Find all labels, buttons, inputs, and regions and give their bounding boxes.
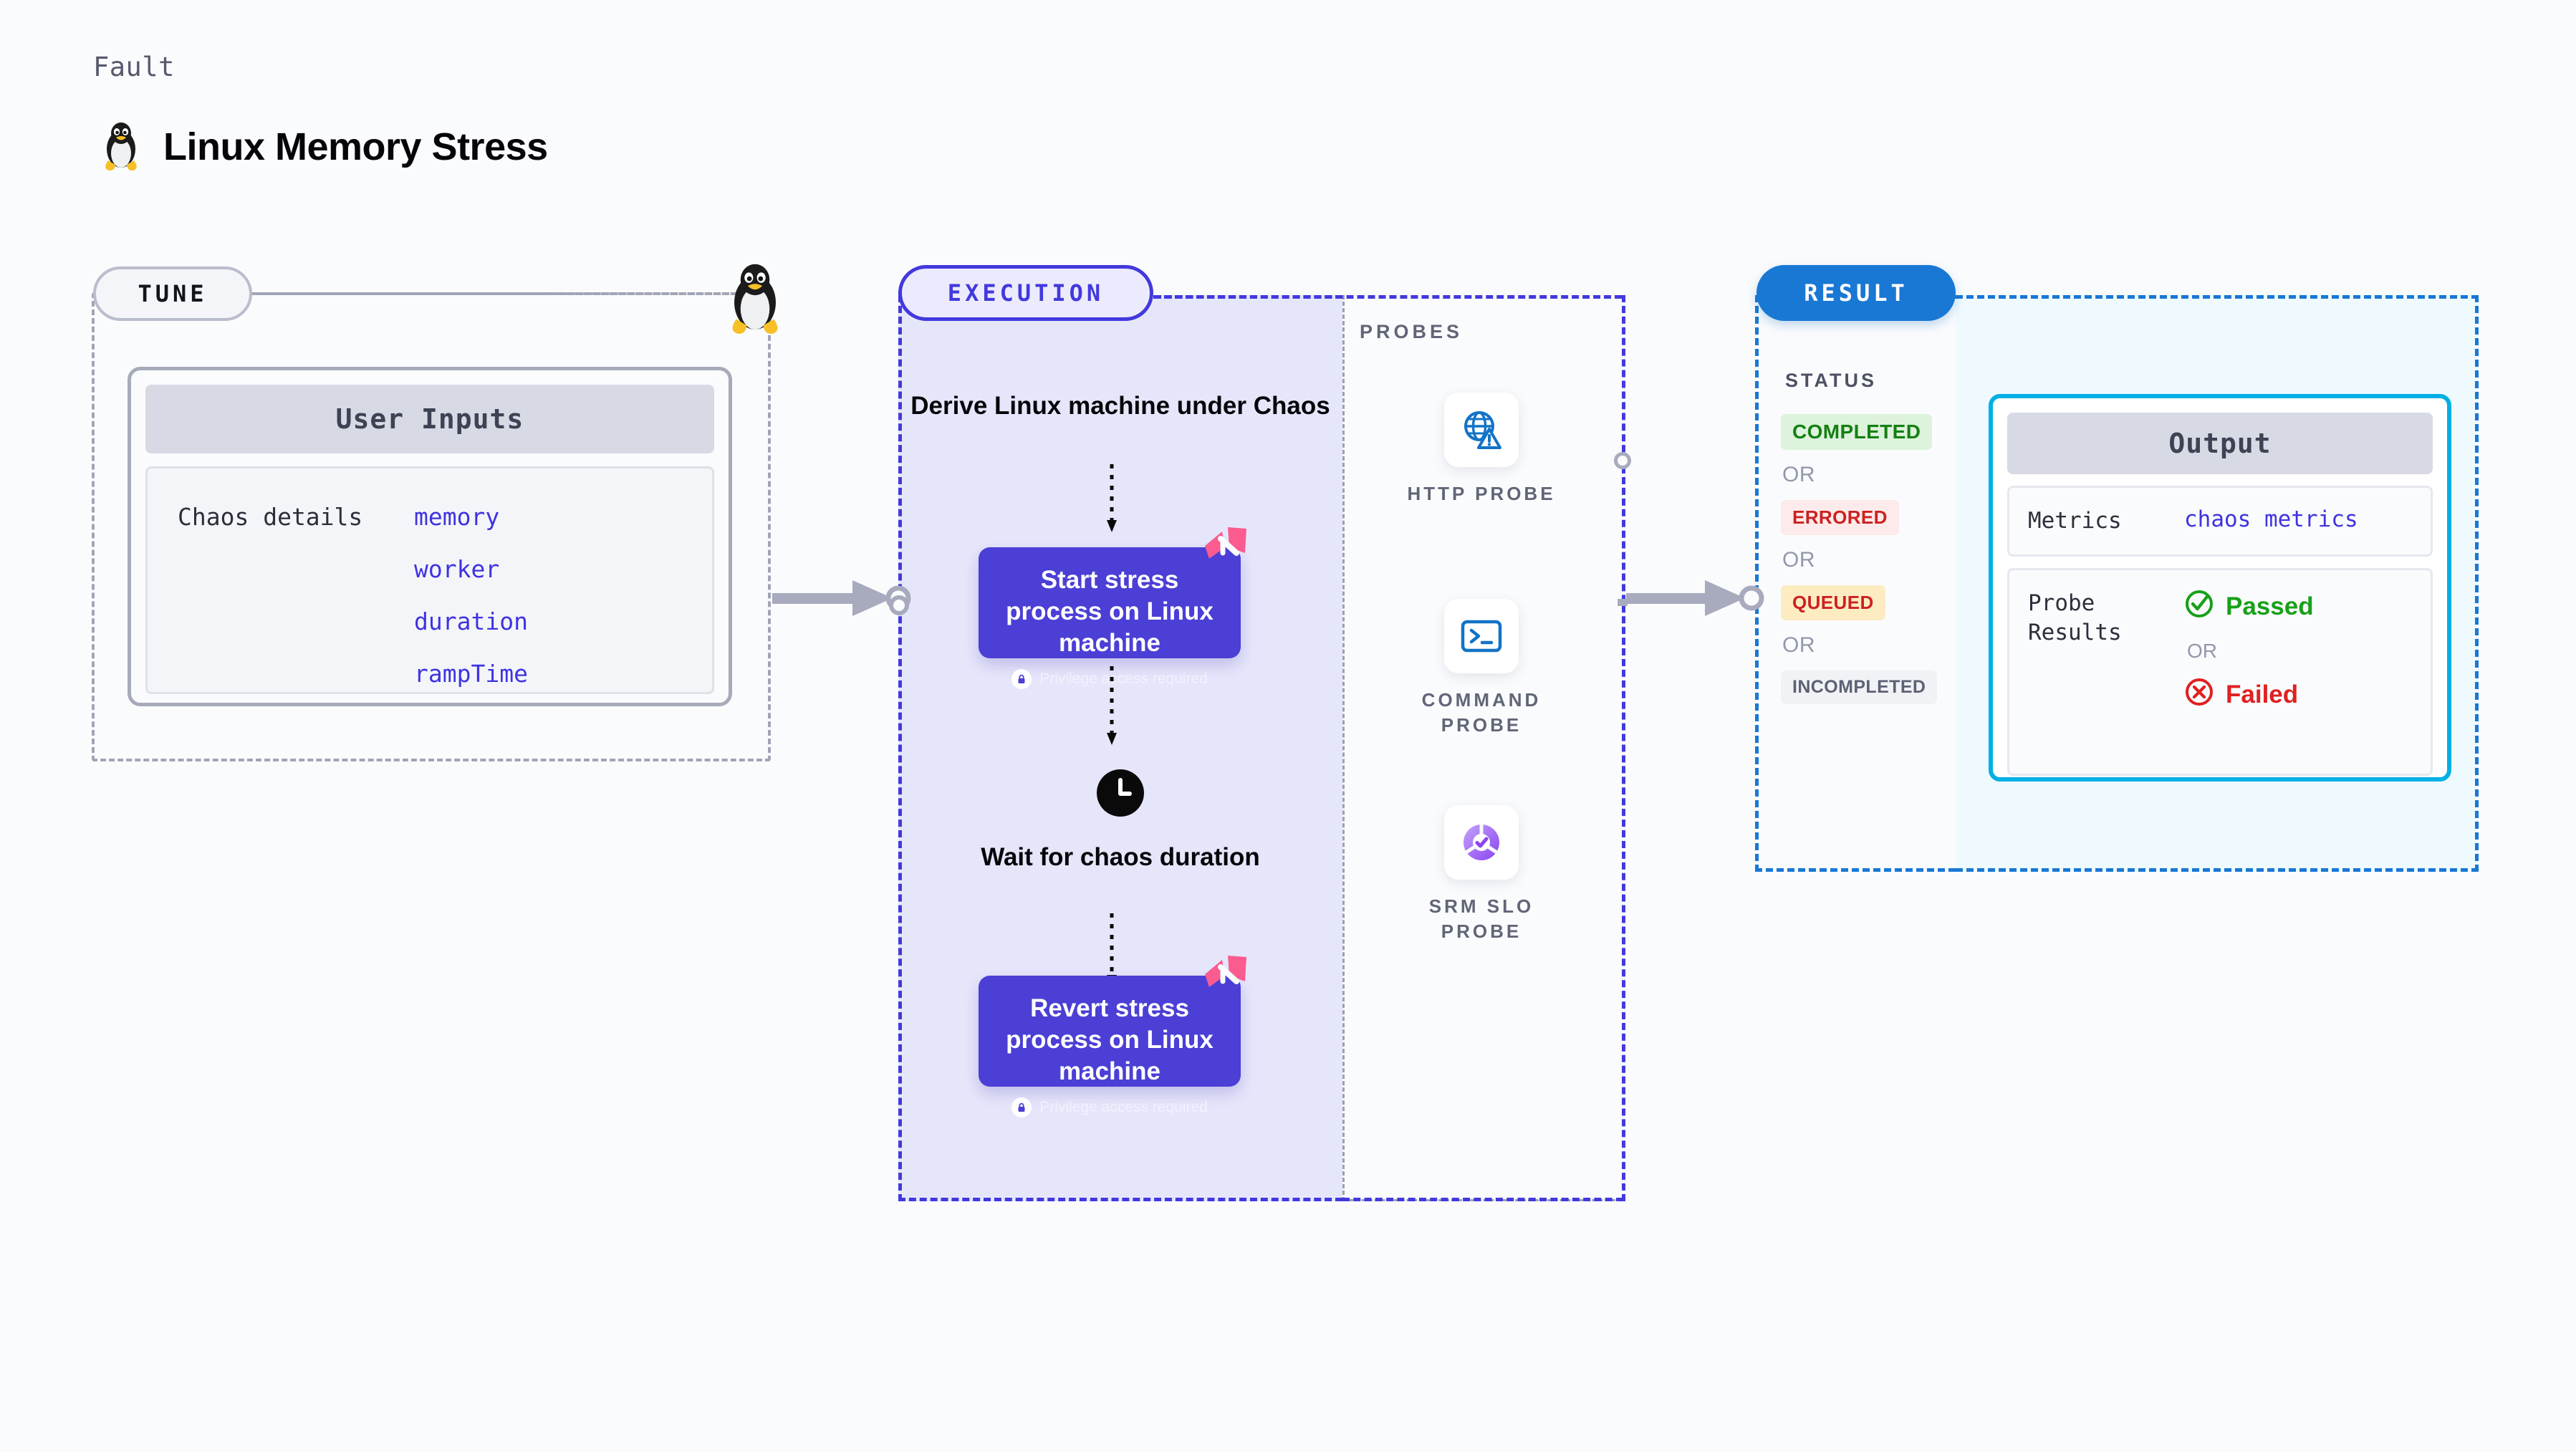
probe-result-passed-label: Passed: [2226, 592, 2314, 621]
execution-derive-label: Derive Linux machine under Chaos: [910, 392, 1330, 420]
status-badge-completed: COMPLETED: [1781, 414, 1933, 450]
result-pill-label: RESULT: [1804, 279, 1908, 307]
clock-icon: [1097, 769, 1144, 817]
probe-item-http[interactable]: HTTP PROBE: [1395, 393, 1567, 506]
chaos-params-list: memory worker duration rampTime: [414, 503, 528, 692]
dotted-arrow-derive-to-start: [1105, 464, 1119, 538]
status-or-2: OR: [1782, 548, 1815, 572]
probe-result-failed: Failed: [2184, 677, 2314, 713]
metrics-value[interactable]: chaos metrics: [2184, 506, 2358, 532]
terminal-icon: [1444, 599, 1519, 673]
status-badge-queued: QUEUED: [1781, 585, 1885, 620]
globe-warning-icon: [1444, 393, 1519, 467]
fault-title-row: Linux Memory Stress: [100, 120, 548, 173]
chaos-param-duration[interactable]: duration: [414, 607, 528, 635]
probes-edge-marker: [1616, 596, 1629, 612]
user-inputs-header: User Inputs: [145, 385, 714, 453]
probe-caption-command: COMMAND PROBE: [1421, 689, 1542, 736]
status-or-1: OR: [1782, 463, 1815, 486]
lock-icon: [1011, 669, 1032, 690]
harness-logo-icon: [1199, 953, 1254, 997]
chaos-details-box: Chaos details memory worker duration ram…: [145, 466, 714, 694]
tune-section-pill[interactable]: TUNE: [93, 266, 252, 321]
probe-results-values: Passed OR Failed: [2184, 589, 2314, 713]
start-stress-privilege-note: Privilege access required: [979, 669, 1241, 690]
user-inputs-card: User Inputs Chaos details memory worker …: [128, 367, 732, 706]
x-circle-icon: [2184, 677, 2214, 713]
metrics-row: Metrics chaos metrics: [2007, 486, 2433, 557]
linux-penguin-icon: [725, 261, 785, 338]
arrow-execution-to-result: [1626, 573, 1769, 623]
execution-section-pill[interactable]: EXECUTION: [898, 265, 1153, 321]
output-header: Output: [2007, 413, 2433, 474]
result-region: [1755, 295, 1956, 872]
result-dashed-top: [1956, 295, 2479, 299]
output-card: Output Metrics chaos metrics Probe Resul…: [1989, 394, 2451, 782]
metrics-key: Metrics: [2028, 508, 2122, 534]
check-circle-icon: [2184, 589, 2214, 625]
execution-dashed-bottom: [1342, 1198, 1623, 1201]
status-or-3: OR: [1782, 633, 1815, 657]
revert-stress-block[interactable]: Revert stress process on Linux machine P…: [979, 956, 1246, 1118]
execution-input-port: [887, 593, 911, 621]
revert-stress-privilege-note: Privilege access required: [979, 1097, 1241, 1118]
start-stress-block-title: Start stress process on Linux machine: [1006, 566, 1213, 658]
probe-caption-srm-slo: SRM SLO PROBE: [1428, 895, 1534, 943]
probe-results-key: Probe Results: [2028, 590, 2122, 645]
probe-item-command[interactable]: COMMAND PROBE: [1395, 599, 1567, 739]
linux-penguin-icon: [100, 120, 142, 173]
execution-dashed-top: [1153, 295, 1622, 299]
slo-donut-check-icon: [1444, 805, 1519, 880]
probe-result-or: OR: [2187, 639, 2217, 662]
start-stress-privilege-text: Privilege access required: [1039, 670, 1208, 688]
harness-logo-icon: [1199, 524, 1254, 569]
probes-output-port: [1612, 450, 1633, 475]
start-stress-block[interactable]: Start stress process on Linux machine Pr…: [979, 527, 1246, 690]
dotted-arrow-start-to-wait: [1105, 666, 1119, 750]
execution-pill-label: EXECUTION: [947, 279, 1105, 307]
execution-wait-label: Wait for chaos duration: [981, 843, 1260, 871]
chaos-param-ramptime[interactable]: rampTime: [414, 660, 528, 688]
probe-result-failed-label: Failed: [2226, 681, 2299, 709]
revert-stress-block-title: Revert stress process on Linux machine: [1006, 994, 1213, 1086]
probe-results-row: Probe Results Passed OR: [2007, 567, 2433, 776]
status-badge-incompleted: INCOMPLETED: [1781, 670, 1938, 704]
result-section-pill[interactable]: RESULT: [1756, 265, 1956, 321]
tune-dashed-connector: [252, 292, 746, 295]
chaos-details-label: Chaos details: [178, 503, 363, 531]
probe-result-passed: Passed: [2184, 589, 2314, 625]
execution-dashed-right: [1622, 295, 1625, 1201]
tune-pill-label: TUNE: [138, 280, 208, 307]
probes-label: PROBES: [1360, 321, 1464, 342]
revert-stress-privilege-text: Privilege access required: [1039, 1099, 1208, 1116]
lock-icon: [1011, 1097, 1032, 1118]
status-badge-errored: ERRORED: [1781, 500, 1899, 535]
chaos-param-worker[interactable]: worker: [414, 555, 500, 583]
status-list: COMPLETED OR ERRORED OR QUEUED OR INCOMP…: [1781, 414, 1938, 704]
probe-item-srm-slo[interactable]: SRM SLO PROBE: [1395, 805, 1567, 945]
chaos-param-memory[interactable]: memory: [414, 503, 500, 531]
status-label: STATUS: [1785, 370, 1877, 391]
page-title: Linux Memory Stress: [163, 125, 548, 168]
fault-eyebrow-label: Fault: [93, 52, 175, 82]
probe-caption-http: HTTP PROBE: [1407, 483, 1556, 504]
